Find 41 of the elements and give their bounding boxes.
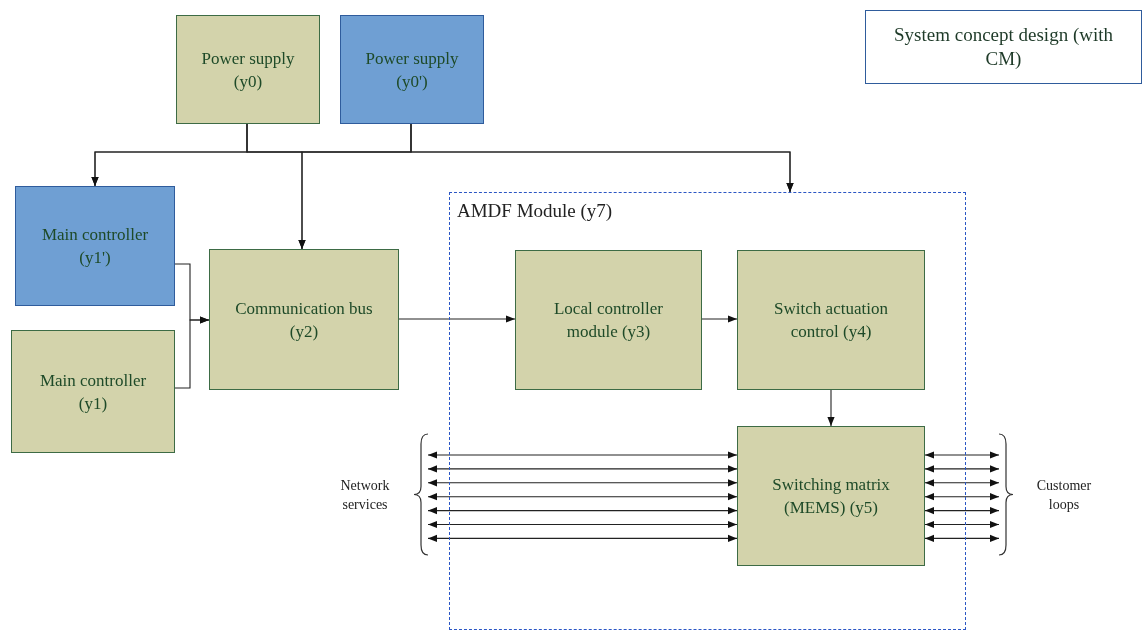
- arrow: [427, 507, 738, 515]
- arrow: [924, 507, 1000, 515]
- power-supply-box: [176, 15, 320, 124]
- arrow: [427, 451, 738, 459]
- arrow: [427, 465, 738, 473]
- control-box: [737, 250, 925, 390]
- bus-box: [209, 249, 399, 390]
- box-label: System concept design (with CM): [893, 23, 1114, 71]
- arrow: [410, 123, 794, 193]
- arrow: [701, 315, 738, 323]
- arrow: [827, 389, 835, 427]
- switching-matrix-box: [737, 426, 925, 566]
- box-label: Power supply (y0): [200, 47, 296, 93]
- arrow: [427, 534, 738, 542]
- box-label: Power supply (y0'): [364, 47, 460, 93]
- box-label: Communication bus (y2): [234, 297, 374, 343]
- controller-box: [15, 186, 175, 306]
- module-title: AMDF Module (y7): [457, 199, 613, 222]
- arrow: [398, 315, 516, 323]
- controller-box: [515, 250, 702, 390]
- arrow: [924, 465, 1000, 473]
- group-label: Customer loops: [1035, 476, 1093, 514]
- arrow: [427, 520, 738, 529]
- box-label: Switching matrix (MEMS) (y5): [771, 474, 891, 519]
- title-box: [865, 10, 1142, 84]
- arrow: [924, 520, 1000, 529]
- box-label: Main controller (y1'): [40, 224, 150, 269]
- box-label: Local controller module (y3): [553, 298, 664, 343]
- arrow: [924, 451, 1000, 459]
- box-label: Main controller (y1): [38, 369, 148, 415]
- module-boundary: [449, 192, 966, 630]
- power-supply-box: [340, 15, 484, 124]
- arrow: [924, 479, 1000, 487]
- box-label: Switch actuation control (y4): [773, 298, 889, 343]
- arrow: [924, 534, 1000, 542]
- arrow: [427, 479, 738, 487]
- controller-box: [11, 330, 175, 453]
- arrow: [427, 493, 738, 501]
- arrow: [924, 493, 1000, 501]
- arrow: [174, 316, 210, 389]
- group-label: Network services: [339, 476, 391, 514]
